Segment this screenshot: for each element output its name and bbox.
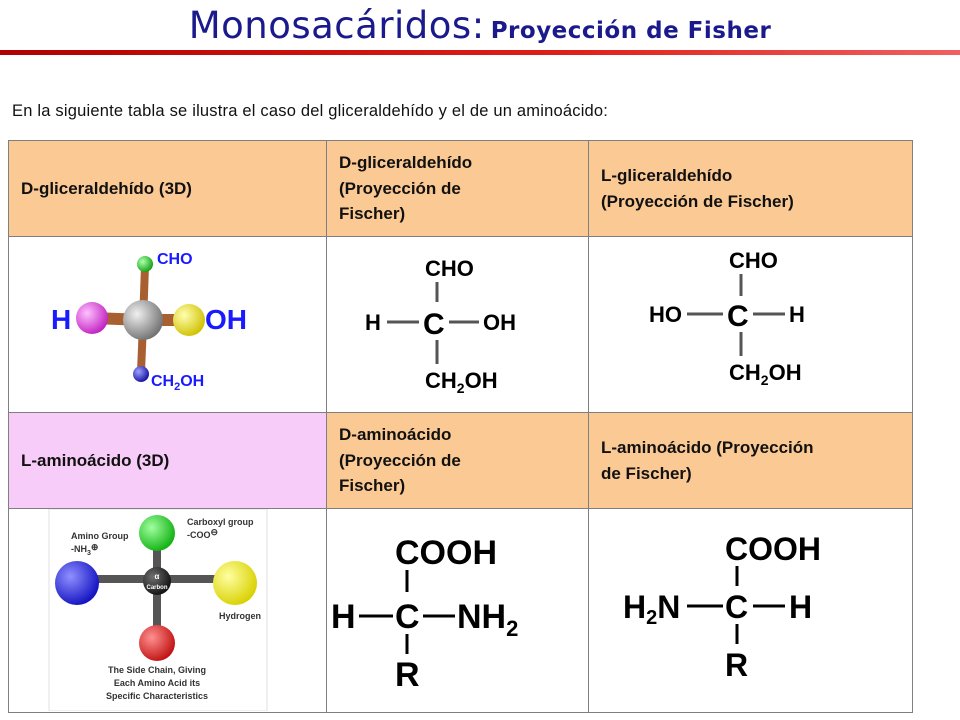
header-d-glyceraldehyde-fischer: D-gliceraldehído (Proyección de Fischer) bbox=[326, 140, 589, 237]
header-l-amino-3d: L-aminoácido (3D) bbox=[8, 412, 327, 509]
atom-carbon bbox=[123, 299, 163, 340]
slide-title: Monosacáridos:Proyección de Fisher bbox=[0, 4, 960, 47]
comparison-table: D-gliceraldehído (3D) D-gliceraldehído (… bbox=[8, 140, 913, 713]
hydrogen-sphere bbox=[213, 561, 257, 605]
atom-green bbox=[137, 255, 153, 272]
atom-pink bbox=[76, 301, 108, 334]
header-l-glyceraldehyde-fischer: L-gliceraldehído (Proyección de Fischer) bbox=[588, 140, 913, 237]
cell-glyceraldehyde-3d: CHO H OH CH2OH bbox=[8, 236, 327, 413]
header-l-amino-fischer: L-aminoácido (Proyección de Fischer) bbox=[588, 412, 913, 509]
amino-sphere bbox=[55, 561, 99, 605]
cell-d-amino-fischer: COOH H C NH2 R bbox=[326, 508, 589, 713]
l-glyc-left: HO bbox=[649, 302, 682, 327]
intro-text: En la siguiente tabla se ilustra el caso… bbox=[12, 102, 609, 120]
amino-acid-3d-model: α Carbon Amino Group -NH3⊕ Carboxyl grou… bbox=[48, 509, 268, 711]
label-cho: CHO bbox=[157, 251, 193, 268]
header-d-amino-fischer: D-aminoácido (Proyección de Fischer) bbox=[326, 412, 589, 509]
cell-amino-3d: α Carbon Amino Group -NH3⊕ Carboxyl grou… bbox=[8, 508, 327, 713]
d-amino-fischer-diagram: COOH H C NH2 R bbox=[331, 534, 518, 694]
d-glyceraldehyde-fischer-diagram: CHO H C OH CH2OH bbox=[365, 256, 516, 396]
atom-yellow bbox=[173, 303, 205, 336]
l-amino-top: COOH bbox=[725, 531, 821, 567]
d-glyc-left: H bbox=[365, 310, 381, 335]
cell-l-amino-fischer: COOH H2N C H R bbox=[588, 508, 913, 713]
l-amino-left: H2N bbox=[623, 589, 680, 629]
l-amino-right: H bbox=[789, 589, 812, 625]
image-row-amino: α Carbon Amino Group -NH3⊕ Carboxyl grou… bbox=[8, 508, 913, 713]
d-amino-left: H bbox=[331, 598, 356, 636]
side-chain-line-1: The Side Chain, Giving bbox=[108, 665, 206, 675]
d-amino-right: NH2 bbox=[457, 598, 518, 641]
side-chain-line-2: Each Amino Acid its bbox=[114, 678, 200, 688]
l-amino-bottom: R bbox=[725, 647, 748, 683]
amino-group-formula: -NH3⊕ bbox=[71, 542, 98, 557]
label-ch2oh: CH2OH bbox=[151, 373, 204, 393]
cell-d-glyceraldehyde-fischer: CHO H C OH CH2OH bbox=[326, 236, 589, 413]
header-row-amino: L-aminoácido (3D) D-aminoácido (Proyecci… bbox=[8, 412, 913, 509]
d-amino-top: COOH bbox=[395, 534, 497, 572]
l-amino-center: C bbox=[725, 589, 748, 625]
side-chain-sphere bbox=[139, 625, 175, 661]
carbon-label: Carbon bbox=[147, 585, 168, 591]
atom-blue bbox=[133, 365, 149, 382]
alpha-carbon-sphere bbox=[143, 567, 171, 595]
d-amino-bottom: R bbox=[395, 656, 420, 694]
d-glyc-center: C bbox=[423, 308, 445, 341]
amino-group-label: Amino Group bbox=[71, 531, 129, 541]
header-row-glyceraldehyde: D-gliceraldehído (3D) D-gliceraldehído (… bbox=[8, 140, 913, 237]
l-glyceraldehyde-fischer-diagram: CHO HO C H CH2OH bbox=[649, 248, 805, 388]
glyceraldehyde-3d-model: CHO H OH CH2OH bbox=[51, 251, 247, 393]
carboxyl-group-formula: -COO⊖ bbox=[187, 527, 218, 540]
hydrogen-label: Hydrogen bbox=[219, 611, 261, 621]
label-h: H bbox=[51, 304, 71, 335]
header-d-glyceraldehyde-3d: D-gliceraldehído (3D) bbox=[8, 140, 327, 237]
label-oh: OH bbox=[205, 304, 247, 335]
title-divider bbox=[0, 50, 960, 55]
l-glyc-right: H bbox=[789, 302, 805, 327]
l-glyc-top: CHO bbox=[729, 248, 778, 273]
cell-l-glyceraldehyde-fischer: CHO HO C H CH2OH bbox=[588, 236, 913, 413]
l-glyc-bottom: CH2OH bbox=[729, 360, 802, 388]
d-glyc-bottom: CH2OH bbox=[425, 368, 498, 396]
title-main: Monosacáridos: bbox=[188, 4, 485, 47]
image-row-glyceraldehyde: CHO H OH CH2OH CHO H C OH CH2OH CHO bbox=[8, 236, 913, 413]
l-glyc-center: C bbox=[727, 300, 749, 333]
title-sub: Proyección de Fisher bbox=[490, 18, 772, 44]
l-amino-fischer-diagram: COOH H2N C H R bbox=[623, 531, 821, 683]
d-amino-center: C bbox=[395, 598, 420, 636]
side-chain-line-3: Specific Characteristics bbox=[106, 691, 208, 701]
alpha-label: α bbox=[155, 572, 160, 581]
d-glyc-right: OH bbox=[483, 310, 516, 335]
d-glyc-top: CHO bbox=[425, 256, 474, 281]
carboxyl-sphere bbox=[139, 515, 175, 551]
carboxyl-group-label: Carboxyl group bbox=[187, 517, 254, 527]
